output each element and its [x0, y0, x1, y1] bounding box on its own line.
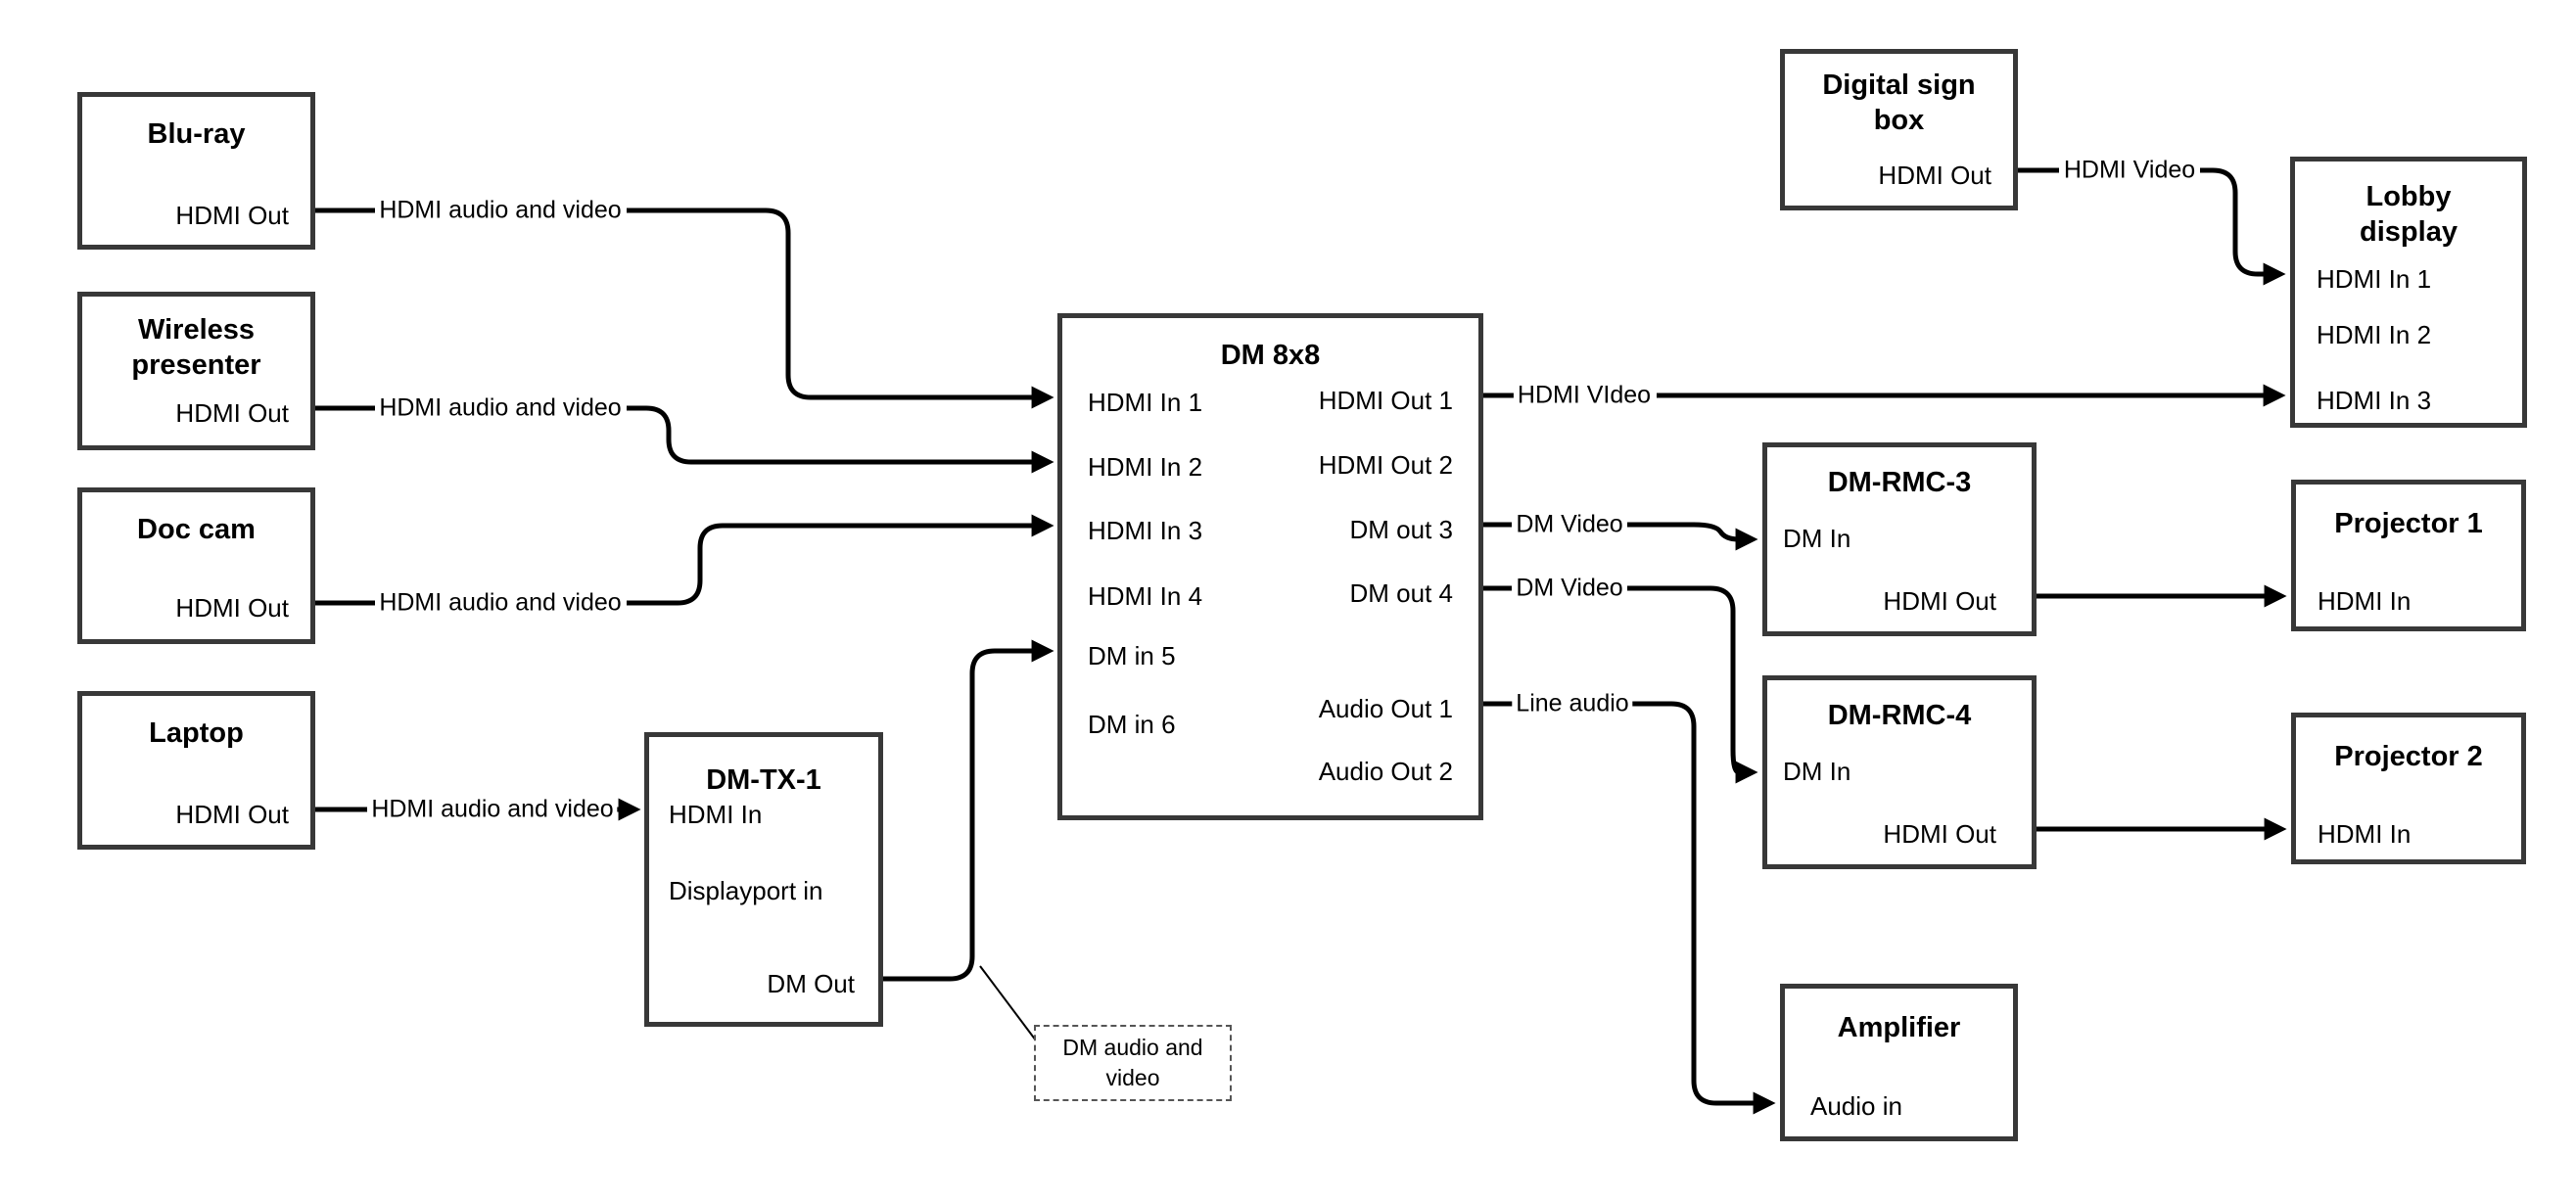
port-dm8x8-dm-out-4: DM out 4	[1349, 578, 1454, 608]
node-proj2-title: Projector 2	[2334, 741, 2483, 772]
node-dmtx1-title: DM-TX-1	[706, 764, 821, 796]
port-dm8x8-hdmi-in-1: HDMI In 1	[1088, 388, 1203, 417]
port-dmtx1-hdmi-in: HDMI In	[669, 800, 763, 829]
node-lobby-display: Lobby display HDMI In 1 HDMI In 2 HDMI I…	[2290, 157, 2527, 428]
dmtx1-to-dm-in5	[882, 639, 1054, 982]
port-dm8x8-hdmi-in-2: HDMI In 2	[1088, 452, 1203, 482]
node-dm-rmc-3: DM-RMC-3 DM In HDMI Out	[1762, 442, 2037, 636]
port-proj2-hdmi-in: HDMI In	[2318, 819, 2412, 849]
node-bluray-title: Blu-ray	[147, 118, 246, 150]
port-dmrmc3-hdmi-out: HDMI Out	[1883, 586, 1996, 616]
port-amplifier-audio-in: Audio in	[1810, 1091, 1902, 1121]
port-lobby-hdmi-in-3: HDMI In 3	[2317, 386, 2432, 415]
port-proj1-hdmi-in: HDMI In	[2318, 586, 2412, 616]
node-lobby-title: Lobby display	[2360, 181, 2458, 249]
link-label-doccam-hdmi-av: HDMI audio and video	[375, 590, 626, 616]
port-dm8x8-dm-in-5: DM in 5	[1088, 641, 1176, 670]
port-dm8x8-audio-out-2: Audio Out 2	[1318, 757, 1453, 786]
node-doccam-title: Doc cam	[137, 514, 256, 545]
node-amplifier-title: Amplifier	[1837, 1012, 1961, 1043]
port-dm8x8-hdmi-in-4: HDMI In 4	[1088, 581, 1203, 611]
port-dm8x8-hdmi-in-3: HDMI In 3	[1088, 516, 1203, 545]
doccam-to-hdmi-in3	[627, 514, 1054, 606]
node-dmrmc3-title: DM-RMC-3	[1827, 467, 1972, 498]
note-dm-audio-and-video: DM audio and video	[1034, 1025, 1232, 1101]
port-digisign-hdmi-out: HDMI Out	[1878, 161, 1991, 190]
node-dm-8x8-switcher: DM 8x8 HDMI In 1 HDMI In 2 HDMI In 3 HDM…	[1057, 313, 1483, 820]
node-projector-1: Projector 1 HDMI In	[2291, 480, 2526, 631]
port-dm8x8-hdmi-out-2: HDMI Out 2	[1318, 450, 1453, 480]
port-dm8x8-audio-out-1: Audio Out 1	[1318, 694, 1453, 723]
wireless-to-hdmi-in2	[627, 405, 1054, 474]
node-proj1-title: Projector 1	[2334, 508, 2483, 539]
port-dm8x8-dm-in-6: DM in 6	[1088, 710, 1176, 739]
node-dm8x8-title: DM 8x8	[1220, 340, 1321, 371]
node-bluray: Blu-ray HDMI Out	[77, 92, 315, 250]
port-wireless-hdmi-out: HDMI Out	[175, 398, 289, 428]
port-dmtx1-dm-out: DM Out	[767, 969, 855, 998]
node-wireless-title: Wireless presenter	[131, 314, 261, 382]
port-lobby-hdmi-in-2: HDMI In 2	[2317, 320, 2432, 349]
link-label-wireless-hdmi-av: HDMI audio and video	[375, 395, 626, 421]
node-wireless-presenter: Wireless presenter HDMI Out	[77, 292, 315, 450]
dm-out3-to-dmrmc3	[1627, 522, 1758, 551]
port-dmtx1-displayport-in: Displayport in	[669, 876, 823, 905]
node-digital-sign-box: Digital sign box HDMI Out	[1780, 49, 2018, 210]
dm-out4-to-dmrmc4	[1627, 585, 1758, 784]
node-dm-rmc-4: DM-RMC-4 DM In HDMI Out	[1762, 675, 2037, 869]
port-dmrmc4-hdmi-out: HDMI Out	[1883, 819, 1996, 849]
link-label-line-audio: Line audio	[1512, 691, 1633, 716]
port-dm8x8-dm-out-3: DM out 3	[1349, 515, 1454, 544]
note-leader-line	[979, 965, 1037, 1041]
node-laptop-title: Laptop	[149, 717, 244, 749]
port-laptop-hdmi-out: HDMI Out	[175, 800, 289, 829]
port-dm8x8-hdmi-out-1: HDMI Out 1	[1318, 386, 1453, 415]
bluray-to-hdmi-in1	[627, 208, 1054, 409]
link-label-laptop-hdmi-av: HDMI audio and video	[367, 797, 618, 822]
node-laptop: Laptop HDMI Out	[77, 691, 315, 850]
link-label-dm-video-out3: DM Video	[1512, 512, 1627, 537]
link-label-dm-video-out4: DM Video	[1512, 576, 1627, 601]
link-label-hdmi-video-out1: HDMI VIdeo	[1513, 383, 1656, 408]
port-dmrmc4-dm-in: DM In	[1783, 757, 1851, 786]
node-dmrmc4-title: DM-RMC-4	[1827, 700, 1972, 731]
node-dm-tx-1: DM-TX-1 HDMI In Displayport in DM Out	[644, 732, 883, 1027]
link-label-digisign-hdmi-video: HDMI Video	[2059, 158, 2200, 183]
node-digisign-title: Digital sign box	[1822, 69, 1976, 137]
port-doccam-hdmi-out: HDMI Out	[175, 593, 289, 623]
link-label-bluray-hdmi-av: HDMI audio and video	[375, 198, 626, 223]
digitalsign-to-lobby-in1	[2200, 167, 2286, 286]
node-doc-cam: Doc cam HDMI Out	[77, 487, 315, 644]
port-dmrmc3-dm-in: DM In	[1783, 524, 1851, 553]
port-lobby-hdmi-in-1: HDMI In 1	[2317, 264, 2432, 294]
node-amplifier: Amplifier Audio in	[1780, 984, 2018, 1141]
node-projector-2: Projector 2 HDMI In	[2291, 713, 2526, 864]
audio-out1-to-amplifier	[1631, 701, 1776, 1115]
port-bluray-hdmi-out: HDMI Out	[175, 201, 289, 230]
